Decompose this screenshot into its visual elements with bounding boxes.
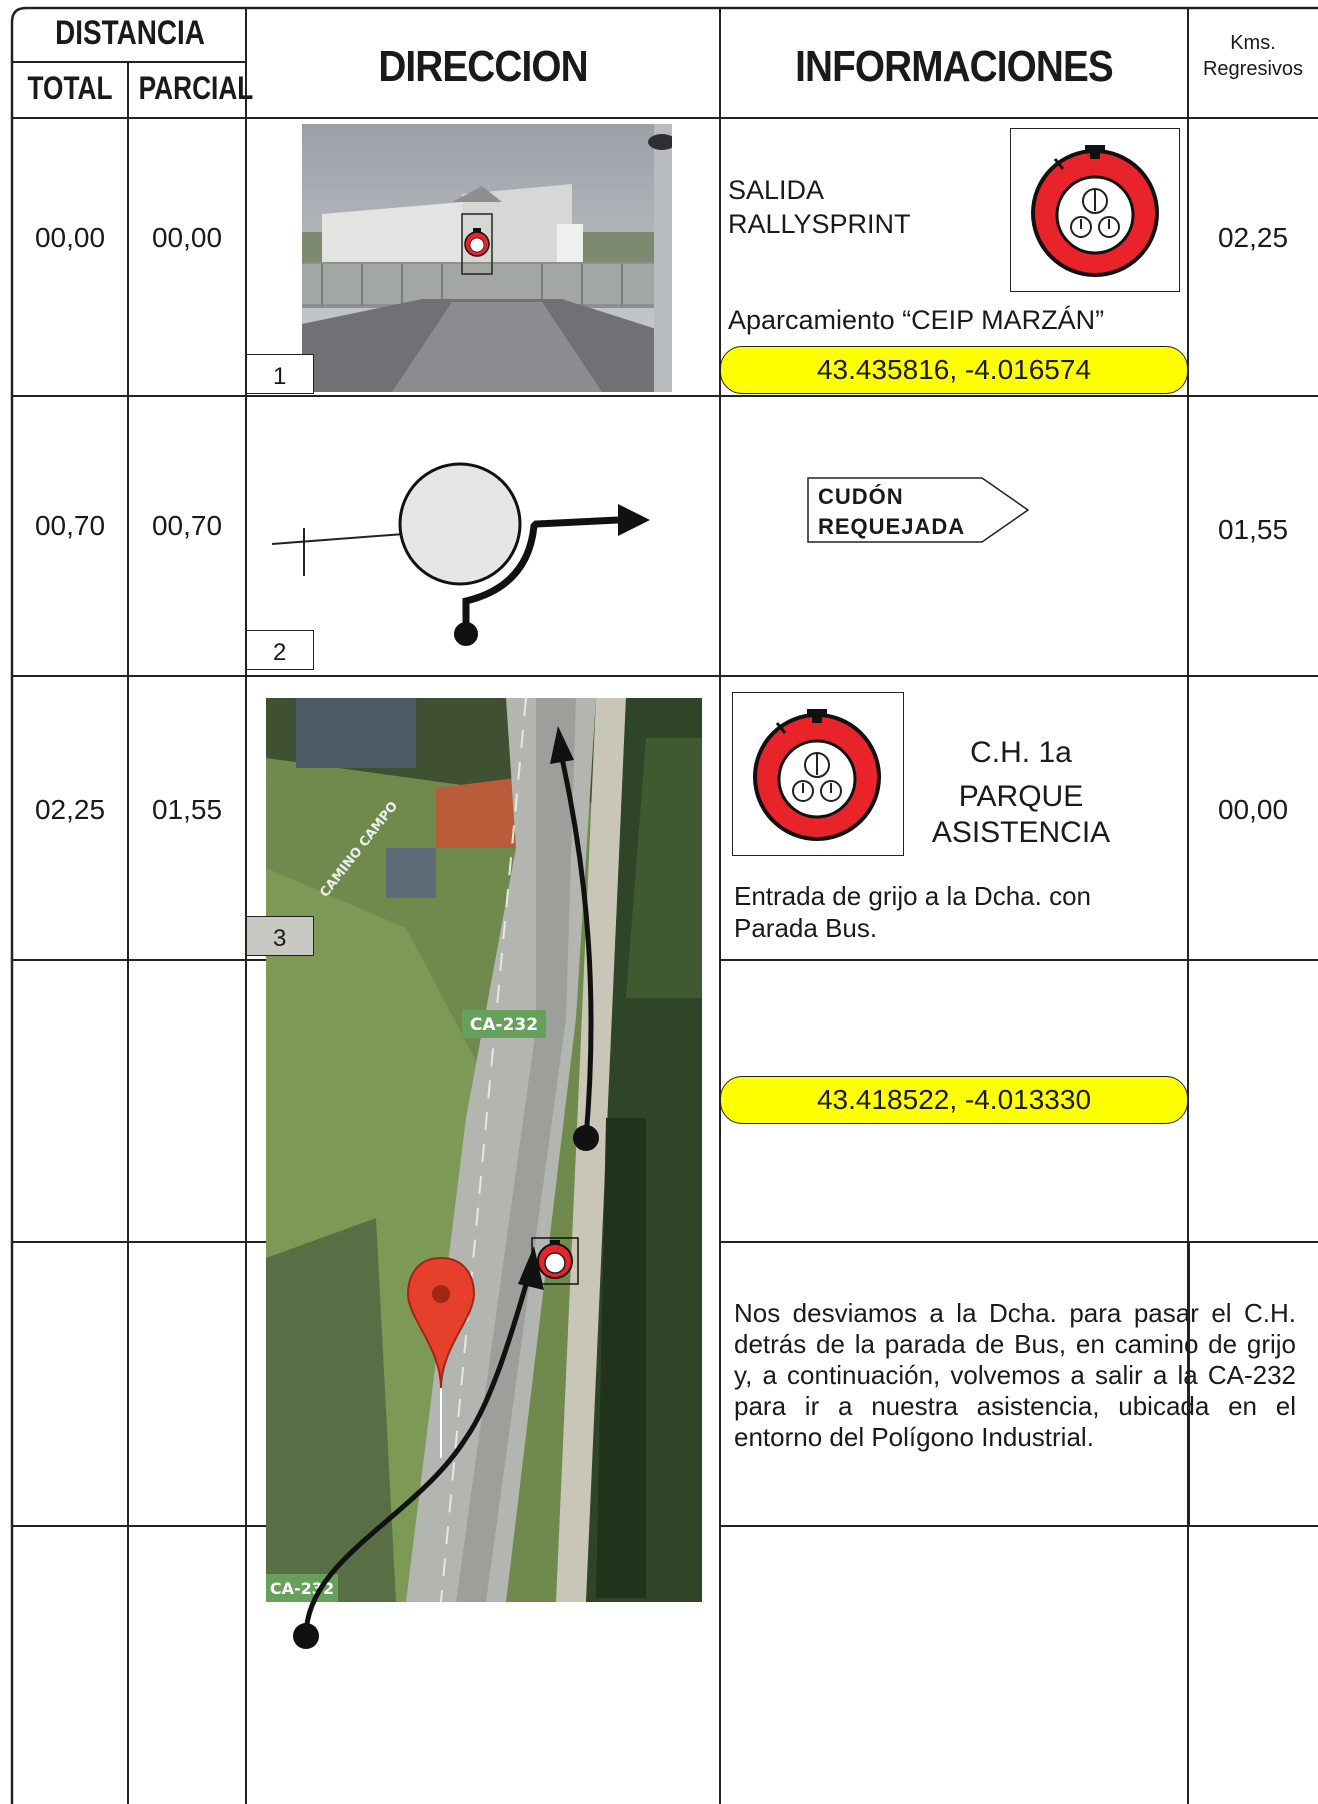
row3-regresivos: 00,00 <box>1217 794 1289 825</box>
route-arrows <box>293 726 599 1649</box>
row5-paragraph: Nos desviamos a la Dcha. para pasar el C… <box>734 1298 1296 1452</box>
row2-regresivos: 01,55 <box>1217 514 1289 545</box>
row4-coordinates: 43.418522, -4.013330 <box>720 1076 1188 1124</box>
row5-column-line <box>1188 1242 1190 1526</box>
direction-sign-arrow <box>807 477 1030 543</box>
header-total: TOTAL <box>27 70 113 106</box>
row1-regresivos: 02,25 <box>1217 222 1289 253</box>
stopwatch-icon-ch <box>753 709 881 841</box>
row1-title-1: SALIDA <box>728 175 825 205</box>
row1-total: 00,00 <box>34 222 106 253</box>
stopwatch-icon <box>1031 145 1159 277</box>
ch-subtitle-2: ASISTENCIA <box>931 816 1111 849</box>
row3-map-tag: 3 <box>246 916 314 956</box>
ch-subtitle-1: PARQUE <box>958 780 1084 813</box>
header-kms: Kms. <box>1230 32 1276 54</box>
row2-diagram-tag: 2 <box>246 630 314 670</box>
row1-parcial: 00,00 <box>151 222 223 253</box>
row3-note: Entrada de grijo a la Dcha. con Parada B… <box>734 881 1091 943</box>
roundabout-diagram <box>271 462 650 646</box>
ch-stopwatch-box <box>732 692 904 856</box>
header-parcial: PARCIAL <box>138 70 254 106</box>
header-informaciones: INFORMACIONES <box>795 42 1114 91</box>
map-road-label: CA-232 <box>470 1015 538 1035</box>
sign-line-2: REQUEJADA <box>818 514 966 539</box>
header-distancia: DISTANCIA <box>55 14 205 52</box>
row2-total: 00,70 <box>34 510 106 541</box>
row1-title-2: RALLYSPRINT <box>728 209 911 239</box>
row1-photo-tag: 1 <box>246 354 314 394</box>
ch-title: C.H. 1a <box>970 736 1072 769</box>
row1-coordinates: 43.435816, -4.016574 <box>720 346 1188 394</box>
row3-parcial: 01,55 <box>151 794 223 825</box>
header-regresivos: Regresivos <box>1202 58 1304 80</box>
row1-location: Aparcamiento “CEIP MARZÁN” <box>728 305 1105 335</box>
row2-parcial: 00,70 <box>151 510 223 541</box>
start-stopwatch-box <box>1010 128 1180 292</box>
sign-line-1: CUDÓN <box>818 484 904 509</box>
street-photo <box>302 124 672 392</box>
row3-total: 02,25 <box>34 794 106 825</box>
aerial-map: CA-232 CA-232 CAMINO CAMPO <box>266 698 702 1602</box>
header-direccion: DIRECCION <box>378 42 588 91</box>
